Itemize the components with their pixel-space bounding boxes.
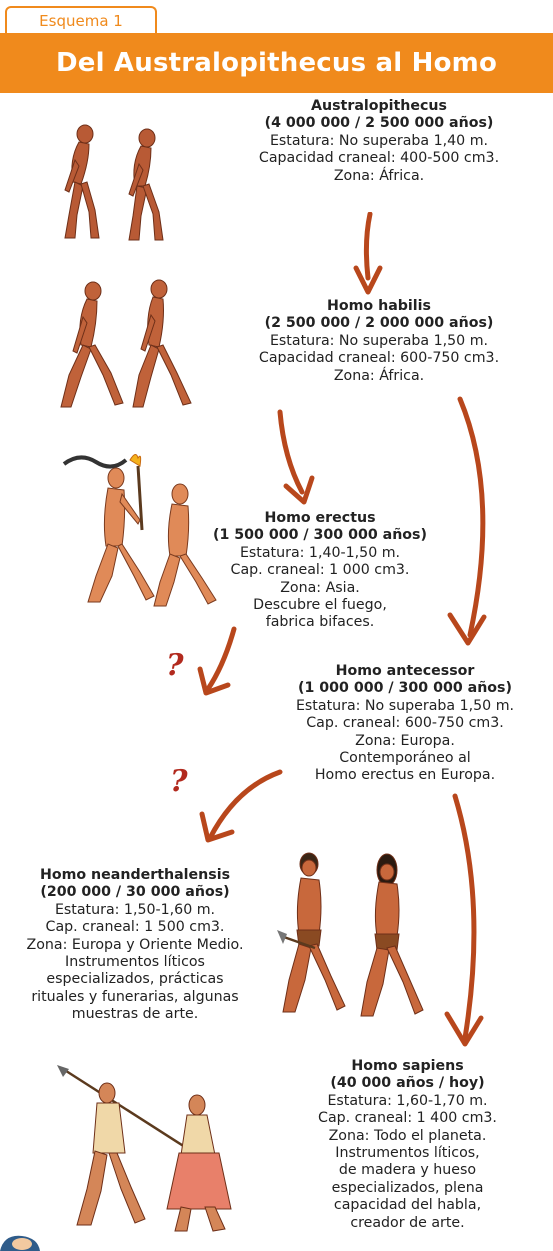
species-australopithecus: Australopithecus (4 000 000 / 2 500 000 … — [218, 98, 540, 185]
species-detail: rituales y funerarias, algunas — [2, 989, 268, 1006]
species-detail: Estatura: No superaba 1,40 m. — [218, 133, 540, 150]
question-mark-2: ? — [170, 764, 188, 799]
species-detail: Instrumentos líticos, — [290, 1145, 525, 1162]
species-detail: Estatura: No superaba 1,50 m. — [218, 333, 540, 350]
question-mark-1: ? — [166, 648, 184, 683]
species-dates: (200 000 / 30 000 años) — [2, 884, 268, 901]
species-detail: fabrica bifaces. — [195, 614, 445, 631]
australopithecus-illustration — [55, 120, 195, 245]
species-detail: Contemporáneo al — [270, 750, 540, 767]
species-homo-habilis: Homo habilis (2 500 000 / 2 000 000 años… — [218, 298, 540, 385]
arrow-erectus-to-neanderthal — [196, 625, 244, 700]
species-detail: de madera y hueso — [290, 1162, 525, 1179]
species-detail: capacidad del habla, — [290, 1197, 525, 1214]
species-detail: muestras de arte. — [2, 1006, 268, 1023]
species-detail: Estatura: No superaba 1,50 m. — [270, 698, 540, 715]
species-detail: Cap. craneal: 1 400 cm3. — [290, 1110, 525, 1127]
species-detail: Capacidad craneal: 600-750 cm3. — [218, 350, 540, 367]
homo-sapiens-illustration — [55, 1065, 245, 1235]
species-detail: Zona: Europa y Oriente Medio. — [2, 937, 268, 954]
species-name: Homo antecessor — [270, 663, 540, 680]
species-detail: Estatura: 1,50-1,60 m. — [2, 902, 268, 919]
species-detail: Zona: África. — [218, 368, 540, 385]
species-dates: (2 500 000 / 2 000 000 años) — [218, 315, 540, 332]
species-dates: (1 000 000 / 300 000 años) — [270, 680, 540, 697]
species-name: Homo habilis — [218, 298, 540, 315]
species-detail: Homo erectus en Europa. — [270, 767, 540, 784]
species-detail: Zona: Todo el planeta. — [290, 1128, 525, 1145]
species-detail: Cap. craneal: 600-750 cm3. — [270, 715, 540, 732]
species-dates: (40 000 años / hoy) — [290, 1075, 525, 1092]
species-homo-neanderthalensis: Homo neanderthalensis (200 000 / 30 000 … — [2, 867, 268, 1024]
species-homo-antecessor: Homo antecessor (1 000 000 / 300 000 año… — [270, 663, 540, 785]
species-detail: Estatura: 1,60-1,70 m. — [290, 1093, 525, 1110]
species-detail: Capacidad craneal: 400-500 cm3. — [218, 150, 540, 167]
species-detail: especializados, plena — [290, 1180, 525, 1197]
species-detail: Estatura: 1,40-1,50 m. — [195, 545, 445, 562]
species-name: Homo sapiens — [290, 1058, 525, 1075]
species-name: Homo erectus — [195, 510, 445, 527]
species-detail: especializados, prácticas — [2, 971, 268, 988]
species-homo-sapiens: Homo sapiens (40 000 años / hoy) Estatur… — [290, 1058, 525, 1232]
species-detail: Zona: Asia. — [195, 580, 445, 597]
species-detail: Cap. craneal: 1 500 cm3. — [2, 919, 268, 936]
homo-neanderthalensis-illustration — [275, 850, 440, 1025]
species-detail: creador de arte. — [290, 1215, 525, 1232]
species-detail: Zona: Europa. — [270, 733, 540, 750]
arrow-habilis-to-erectus — [270, 408, 330, 508]
arrow-antecessor-to-sapiens — [435, 792, 495, 1052]
species-name: Homo neanderthalensis — [2, 867, 268, 884]
mascot-icon — [0, 1232, 44, 1251]
species-detail: Zona: África. — [218, 168, 540, 185]
species-detail: Cap. craneal: 1 000 cm3. — [195, 562, 445, 579]
schema-tab: Esquema 1 — [5, 6, 157, 33]
species-detail: Descubre el fuego, — [195, 597, 445, 614]
species-detail: Instrumentos líticos — [2, 954, 268, 971]
species-name: Australopithecus — [218, 98, 540, 115]
homo-habilis-illustration — [55, 275, 205, 415]
arrow-australopithecus-to-habilis — [348, 212, 388, 296]
page-title: Del Australopithecus al Homo Sapiens — [0, 33, 553, 93]
species-dates: (1 500 000 / 300 000 años) — [195, 527, 445, 544]
species-dates: (4 000 000 / 2 500 000 años) — [218, 115, 540, 132]
species-homo-erectus: Homo erectus (1 500 000 / 300 000 años) … — [195, 510, 445, 632]
